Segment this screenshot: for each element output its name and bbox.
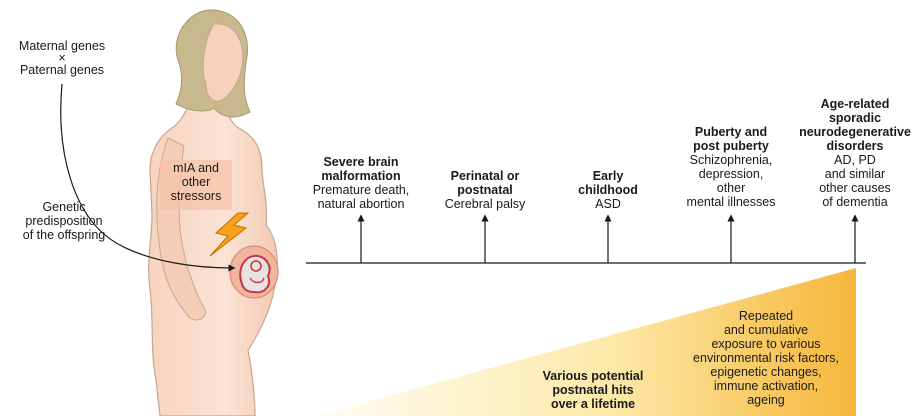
- embryo-icon: [240, 256, 269, 292]
- genetic-predisposition-label: Genetic predisposition of the offspring: [0, 200, 128, 242]
- stage-label-severe-brain-malformation: Severe brain malformation Premature deat…: [296, 155, 426, 211]
- stage-label-perinatal-postnatal: Perinatal or postnatal Cerebral palsy: [425, 169, 545, 211]
- stage-label-neurodegenerative: Age-related sporadic neurodegenerative d…: [794, 97, 916, 209]
- postnatal-hits-label: Various potential postnatal hits over a …: [528, 369, 658, 411]
- stage-label-puberty: Puberty and post puberty Schizophrenia, …: [671, 125, 791, 209]
- stressors-label: mIA and other stressors: [160, 161, 232, 203]
- parental-genes-label: Maternal genes × Paternal genes: [6, 39, 118, 77]
- stage-label-early-childhood: Early childhood ASD: [563, 169, 653, 211]
- cumulative-exposure-label: Repeated and cumulative exposure to vari…: [672, 309, 860, 407]
- pregnant-woman-figure: [149, 10, 278, 416]
